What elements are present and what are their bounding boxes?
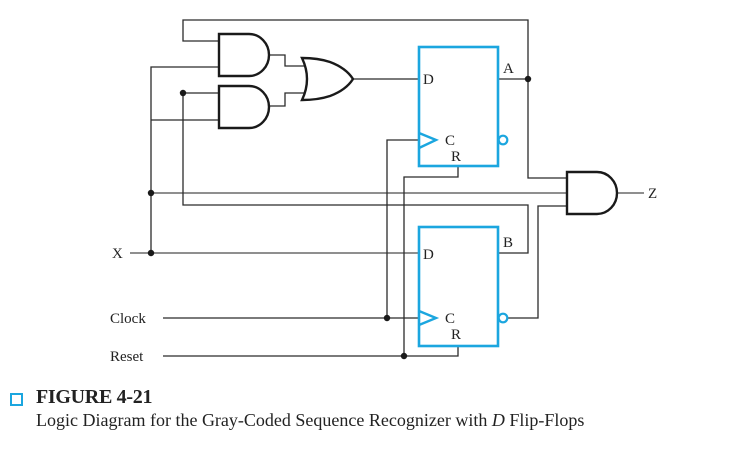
wire-reset xyxy=(163,347,459,357)
ff-a-r-label: R xyxy=(451,149,461,165)
input-x-label: X xyxy=(112,246,123,262)
caption-prefix: Logic Diagram for the Gray-Coded Sequenc… xyxy=(36,410,492,430)
or-gate xyxy=(300,56,355,102)
wire-clock-to-ff-a xyxy=(386,139,419,318)
junction-dot xyxy=(383,314,391,322)
ff-a-d-label: D xyxy=(423,72,434,88)
ff-b-r-label: R xyxy=(451,327,461,343)
caption-suffix: Flip-Flops xyxy=(504,410,585,430)
junction-dot xyxy=(524,75,532,83)
ff-b-c-label: C xyxy=(445,311,455,327)
input-reset-label: Reset xyxy=(110,349,144,365)
figure-number: FIGURE 4-21 xyxy=(36,386,153,408)
junction-dot xyxy=(179,89,187,97)
ff-b-output-label: B xyxy=(503,235,513,251)
inverted-output-bubble xyxy=(497,312,509,324)
flip-flop-b: D C R B xyxy=(417,225,513,348)
flip-flop-a: D C R A xyxy=(417,45,514,168)
and-gate-top xyxy=(217,32,271,78)
output-z-label: Z xyxy=(648,186,657,202)
input-clock-label: Clock xyxy=(110,311,146,327)
wire-reset-to-ff-a xyxy=(403,166,459,356)
wire-a-feedback-top xyxy=(182,19,529,79)
caption-italic: D xyxy=(491,410,505,430)
wire-a-to-z-gate xyxy=(527,79,567,179)
junction-dot xyxy=(400,352,408,360)
ff-a-c-label: C xyxy=(445,133,455,149)
inverted-output-bubble xyxy=(497,134,509,146)
and-gate-bottom xyxy=(217,84,271,130)
junction-dot xyxy=(147,189,155,197)
wire-and-bottom-to-or xyxy=(269,92,307,107)
wire-b-not-to-z-gate xyxy=(505,205,567,319)
wire-and-top-to-or xyxy=(269,54,307,67)
wire-b-to-and-bottom xyxy=(182,92,529,254)
logic-diagram: D C R A D C R B X Clock Reset Z xyxy=(110,19,657,365)
junction-dot xyxy=(147,249,155,257)
figure-marker-icon xyxy=(10,393,23,406)
ff-a-output-label: A xyxy=(503,61,514,77)
ff-b-d-label: D xyxy=(423,247,434,263)
and-gate-output xyxy=(565,170,619,216)
figure-caption: Logic Diagram for the Gray-Coded Sequenc… xyxy=(36,410,584,431)
